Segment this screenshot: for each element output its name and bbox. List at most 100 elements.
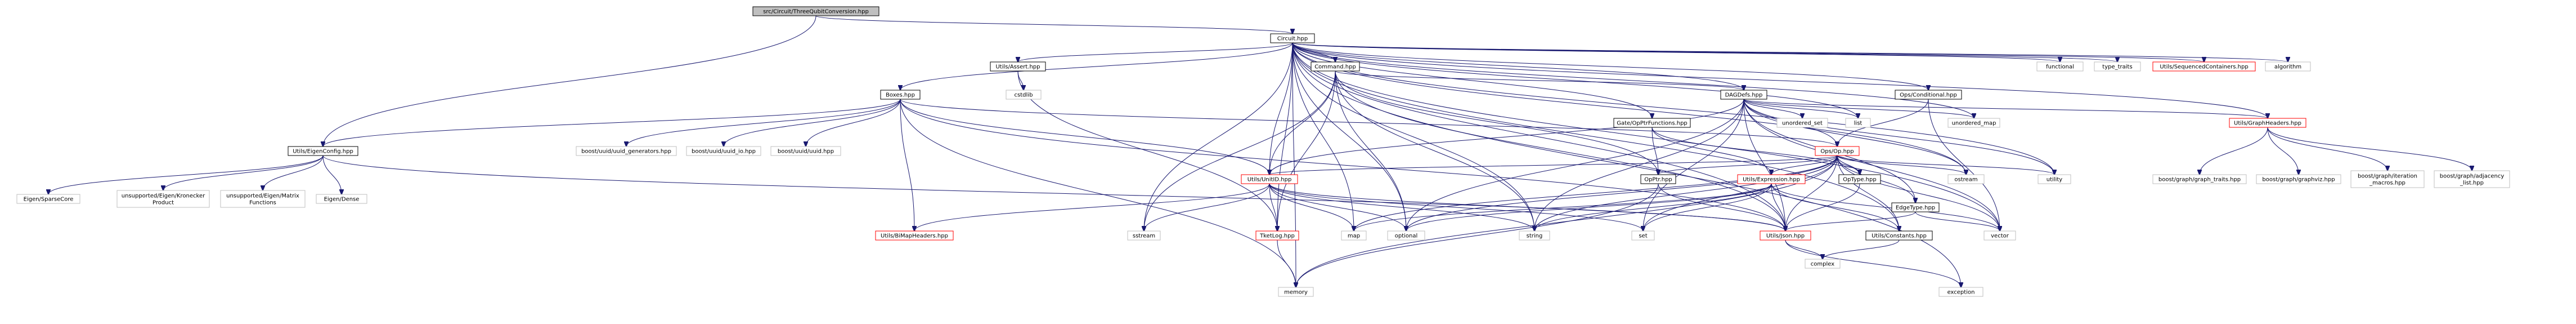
edge-circuit-to-string [1292, 42, 1534, 231]
node-assert[interactable]: Utils/Assert.hpp [990, 61, 1046, 72]
edge-boxes-to-uuid [806, 99, 901, 147]
node-complex-box [1805, 259, 1841, 269]
edge-eigenconfig-to-kronecker [163, 155, 324, 190]
node-string-label: string [1527, 233, 1543, 239]
node-set-box [1631, 230, 1655, 241]
node-sstream: sstream [1127, 230, 1161, 241]
edge-dagdefs-to-unordered_map [1743, 99, 1974, 118]
node-command-label: Command.hpp [1314, 64, 1356, 70]
node-seqcontainers-box [2152, 61, 2256, 72]
node-expression[interactable]: Utils/Expression.hpp [1737, 174, 1806, 184]
node-unitid-box [1241, 174, 1298, 184]
node-uuid_io-box [686, 146, 761, 156]
node-gateopptr-box [1613, 118, 1691, 128]
node-graphviz-box [2256, 174, 2341, 184]
node-uuid: boost/uuid/uuid.hpp [770, 146, 841, 156]
node-tket_log[interactable]: TketLog.hpp [1255, 230, 1299, 241]
edge-opsop-to-expression [1771, 155, 1838, 175]
node-sstream-label: sstream [1133, 233, 1155, 239]
node-constants[interactable]: Utils/Constants.hpp [1865, 230, 1933, 241]
node-seqcontainers[interactable]: Utils/SequencedContainers.hpp [2152, 61, 2256, 72]
node-dagdefs[interactable]: DAGDefs.hpp [1720, 90, 1767, 100]
node-vector: vector [1983, 230, 2016, 241]
edge-circuit-to-list [1292, 42, 1858, 118]
edge-command-to-opptr [1335, 70, 1658, 175]
node-bimap-box [875, 230, 954, 241]
node-boxes-label: Boxes.hpp [886, 92, 915, 99]
node-conditional[interactable]: Ops/Conditional.hpp [1895, 90, 1962, 100]
node-unordered_set-label: unordered_set [1782, 121, 1823, 127]
edge-circuit-to-algorithm [1292, 42, 2288, 62]
node-kronecker-box [116, 190, 210, 208]
edge-circuit-to-graphheaders [1292, 42, 2268, 118]
node-bimap[interactable]: Utils/BiMapHeaders.hpp [875, 230, 954, 241]
node-cstdlib: cstdlib [1006, 90, 1042, 100]
node-edgetype-box [1891, 202, 1940, 212]
node-adjacency_list-box [2434, 170, 2510, 188]
node-root[interactable]: src/Circuit/ThreeQubitConversion.hpp [752, 6, 879, 16]
edge-dagdefs-to-vector [1743, 99, 2000, 231]
node-optional: optional [1387, 230, 1425, 241]
node-optype[interactable]: OpType.hpp [1838, 174, 1881, 184]
node-command[interactable]: Command.hpp [1311, 61, 1360, 72]
edge-graphheaders-to-adjacency_list [2267, 127, 2472, 171]
node-opptr[interactable]: OpPtr.hpp [1640, 174, 1676, 184]
edge-boxes-to-unitid [900, 99, 1269, 175]
node-boxes-box [880, 90, 921, 100]
node-uuid_gen: boost/uuid/uuid_generators.hpp [576, 146, 677, 156]
edge-unitid-to-optional [1269, 183, 1406, 231]
node-dagdefs-box [1720, 90, 1767, 100]
node-eigenconfig[interactable]: Utils/EigenConfig.hpp [288, 146, 358, 156]
edge-eigenconfig-to-matrixfn [263, 155, 324, 190]
node-optype-label: OpType.hpp [1843, 177, 1876, 183]
edge-unitid-to-tket_log [1269, 183, 1277, 231]
edge-dagdefs-to-unitid [1269, 99, 1744, 175]
edge-expression-to-string [1534, 183, 1772, 231]
edge-assert-to-tket_log [1017, 70, 1277, 231]
edge-opsop-to-optype [1837, 155, 1860, 175]
node-functional-box [2036, 61, 2084, 72]
node-uuid_gen-label: boost/uuid/uuid_generators.hpp [581, 149, 671, 155]
node-tket_log-box [1255, 230, 1299, 241]
edge-gateopptr-to-optype [1651, 127, 1860, 175]
node-ostream-box [1947, 174, 1985, 184]
node-json[interactable]: Utils/Json.hpp [1760, 230, 1811, 241]
node-utility-box [2038, 174, 2071, 184]
node-gateopptr[interactable]: Gate/OpPtrFunctions.hpp [1613, 118, 1691, 128]
node-opptr-box [1640, 174, 1676, 184]
edge-boxes-to-uuid_io [724, 99, 901, 147]
edge-assert-to-cstdlib [1017, 70, 1024, 90]
dependency-nodes: src/Circuit/ThreeQubitConversion.hppCirc… [16, 6, 2510, 297]
node-optional-box [1387, 230, 1425, 241]
edge-circuit-to-unordered_map [1292, 42, 1974, 118]
node-edgetype-label: EdgeType.hpp [1896, 205, 1935, 211]
node-cstdlib-box [1006, 90, 1042, 100]
node-uuid_io: boost/uuid/uuid_io.hpp [686, 146, 761, 156]
edge-opsop-to-json [1785, 155, 1838, 231]
node-adjacency_list-label: _list.hpp [2460, 180, 2484, 187]
node-iteration_macros-box [2350, 170, 2425, 188]
node-vector-label: vector [1991, 233, 2009, 239]
node-opsop[interactable]: Ops/Op.hpp [1815, 146, 1860, 156]
node-graph_traits-box [2152, 174, 2247, 184]
node-circuit[interactable]: Circuit.hpp [1270, 33, 1315, 43]
node-unitid[interactable]: Utils/UnitID.hpp [1241, 174, 1298, 184]
edge-circuit-to-assert [1018, 42, 1293, 62]
edge-opsop-to-ostream [1837, 155, 1966, 175]
edge-dagdefs-to-utility [1743, 99, 2054, 175]
edge-json-to-exception [1785, 239, 1961, 287]
node-graphheaders[interactable]: Utils/GraphHeaders.hpp [2229, 118, 2306, 128]
node-seqcontainers-label: Utils/SequencedContainers.hpp [2160, 64, 2248, 70]
edge-graphheaders-to-graphviz [2267, 127, 2299, 175]
edge-circuit-to-optional [1292, 42, 1406, 231]
node-list: list [1845, 118, 1871, 128]
node-edgetype[interactable]: EdgeType.hpp [1891, 202, 1940, 212]
node-root-box [752, 6, 879, 16]
edge-conditional-to-opsop [1837, 99, 1929, 147]
node-boxes[interactable]: Boxes.hpp [880, 90, 921, 100]
node-uuid_gen-box [576, 146, 677, 156]
edge-expression-to-map [1354, 183, 1772, 231]
node-opptr-label: OpPtr.hpp [1644, 177, 1672, 183]
edge-root-to-circuit [815, 15, 1293, 34]
